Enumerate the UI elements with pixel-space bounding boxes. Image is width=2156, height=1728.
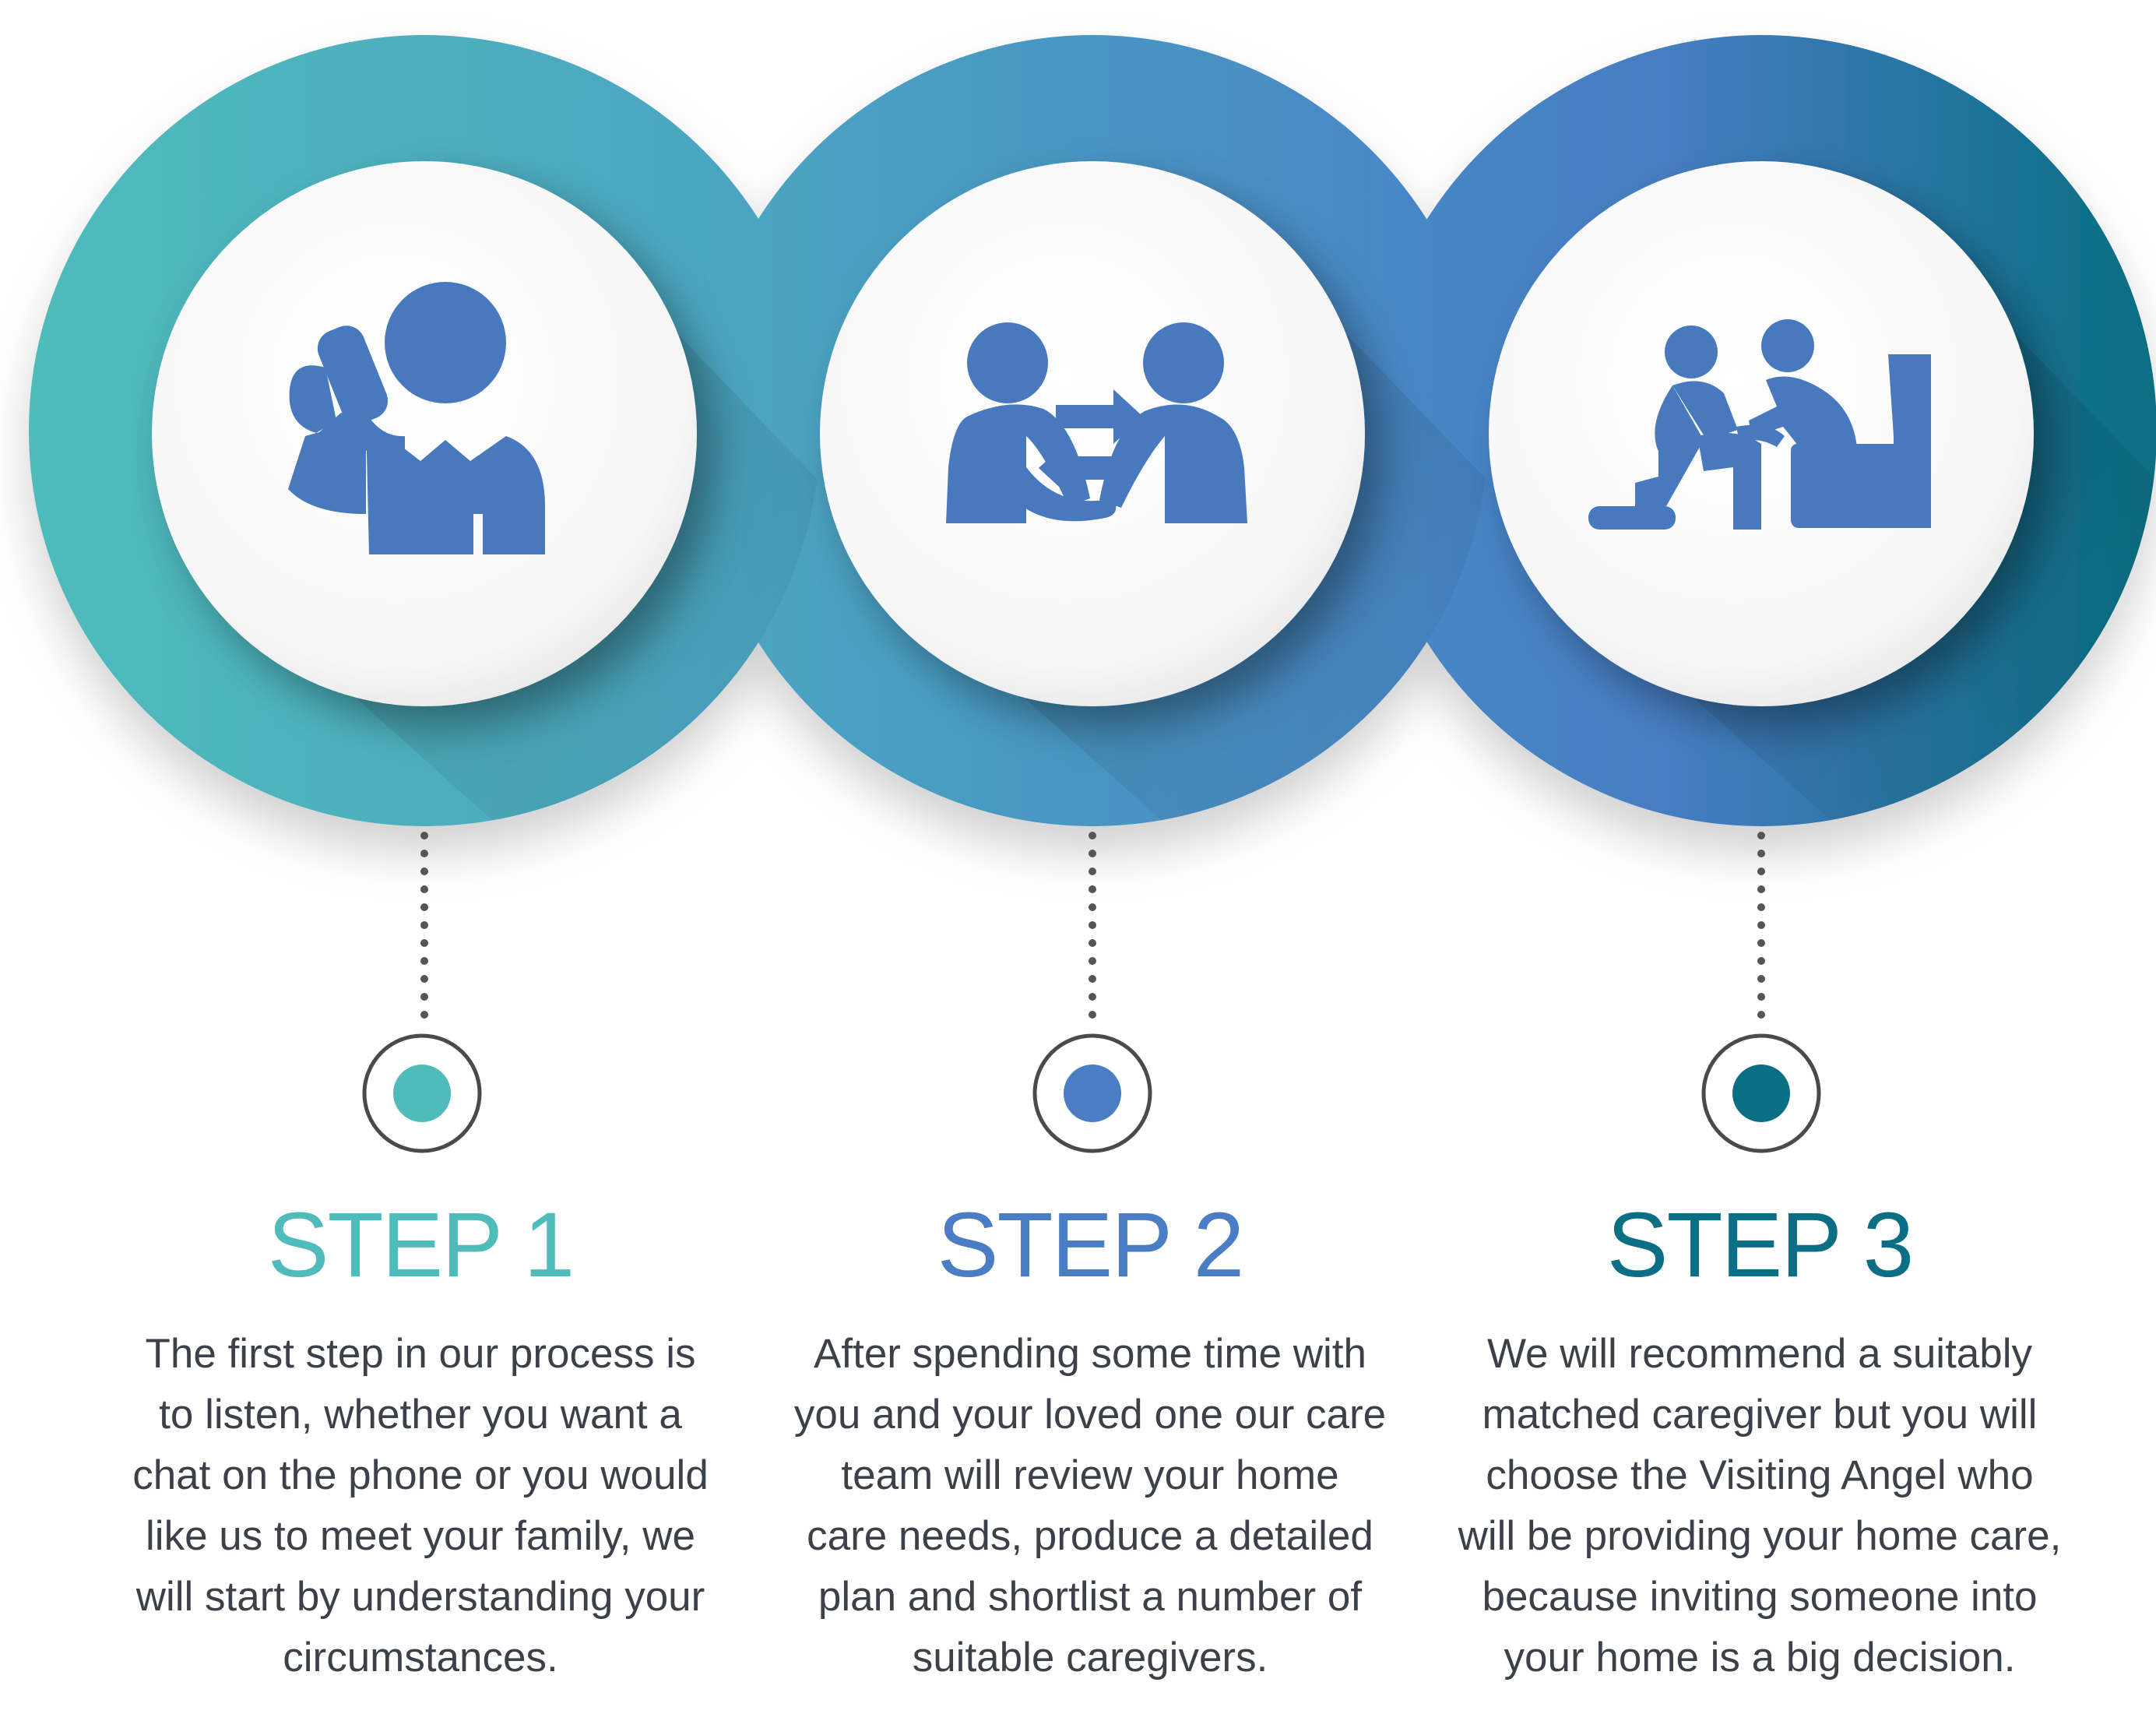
step-2-title: STEP 2 (937, 1194, 1244, 1297)
icon-disc-2 (820, 161, 1365, 706)
person-on-phone-icon (288, 282, 545, 554)
step-3-line: matched caregiver but you will (1482, 1392, 2038, 1438)
step-1-line: to listen, whether you want a (159, 1392, 682, 1438)
step-2-description: After spending some time with you and yo… (763, 1324, 1417, 1688)
step-1-description: The first step in our process is to list… (93, 1324, 747, 1688)
step-marker-dot-3 (1732, 1065, 1790, 1122)
step-3-line: because inviting someone into (1482, 1574, 2038, 1620)
step-2-line: care needs, produce a detailed (807, 1513, 1373, 1559)
step-2-line: suitable caregivers. (912, 1635, 1268, 1680)
icon-disc-1 (152, 161, 697, 706)
step-marker-dot-2 (1064, 1065, 1121, 1122)
connector-dots-2 (1089, 832, 1096, 1019)
step-3-line: your home is a big decision. (1504, 1635, 2016, 1680)
step-marker-1 (362, 1033, 482, 1153)
connector-dots-1 (420, 832, 428, 1019)
step-3-line: We will recommend a suitably (1486, 1331, 2033, 1377)
step-1-title: STEP 1 (267, 1194, 575, 1297)
step-3-title: STEP 3 (1606, 1194, 1914, 1297)
step-1-line: will start by understanding your (135, 1574, 705, 1620)
step-marker-3 (1701, 1033, 1821, 1153)
step-2-line: After spending some time with (814, 1331, 1366, 1377)
caregiver-kneeling-icon (1588, 319, 1931, 530)
step-marker-2 (1032, 1033, 1152, 1153)
connector-dots-3 (1757, 832, 1765, 1019)
step-3-description: We will recommend a suitably matched car… (1433, 1324, 2087, 1688)
step-2-line: plan and shortlist a number of (818, 1574, 1363, 1620)
step-2-line: you and your loved one our care (793, 1392, 1387, 1438)
step-3-line: will be providing your home care, (1458, 1513, 2062, 1559)
step-1-line: chat on the phone or you would (132, 1452, 709, 1498)
two-people-exchange-icon (946, 322, 1247, 523)
step-2-line: team will review your home (841, 1452, 1339, 1498)
step-1-line: like us to meet your family, we (146, 1513, 695, 1559)
step-1-line: The first step in our process is (145, 1331, 696, 1377)
step-3-line: choose the Visiting Angel who (1486, 1452, 2034, 1498)
step-marker-dot-1 (393, 1065, 451, 1122)
step-1-line: circumstances. (283, 1635, 558, 1680)
